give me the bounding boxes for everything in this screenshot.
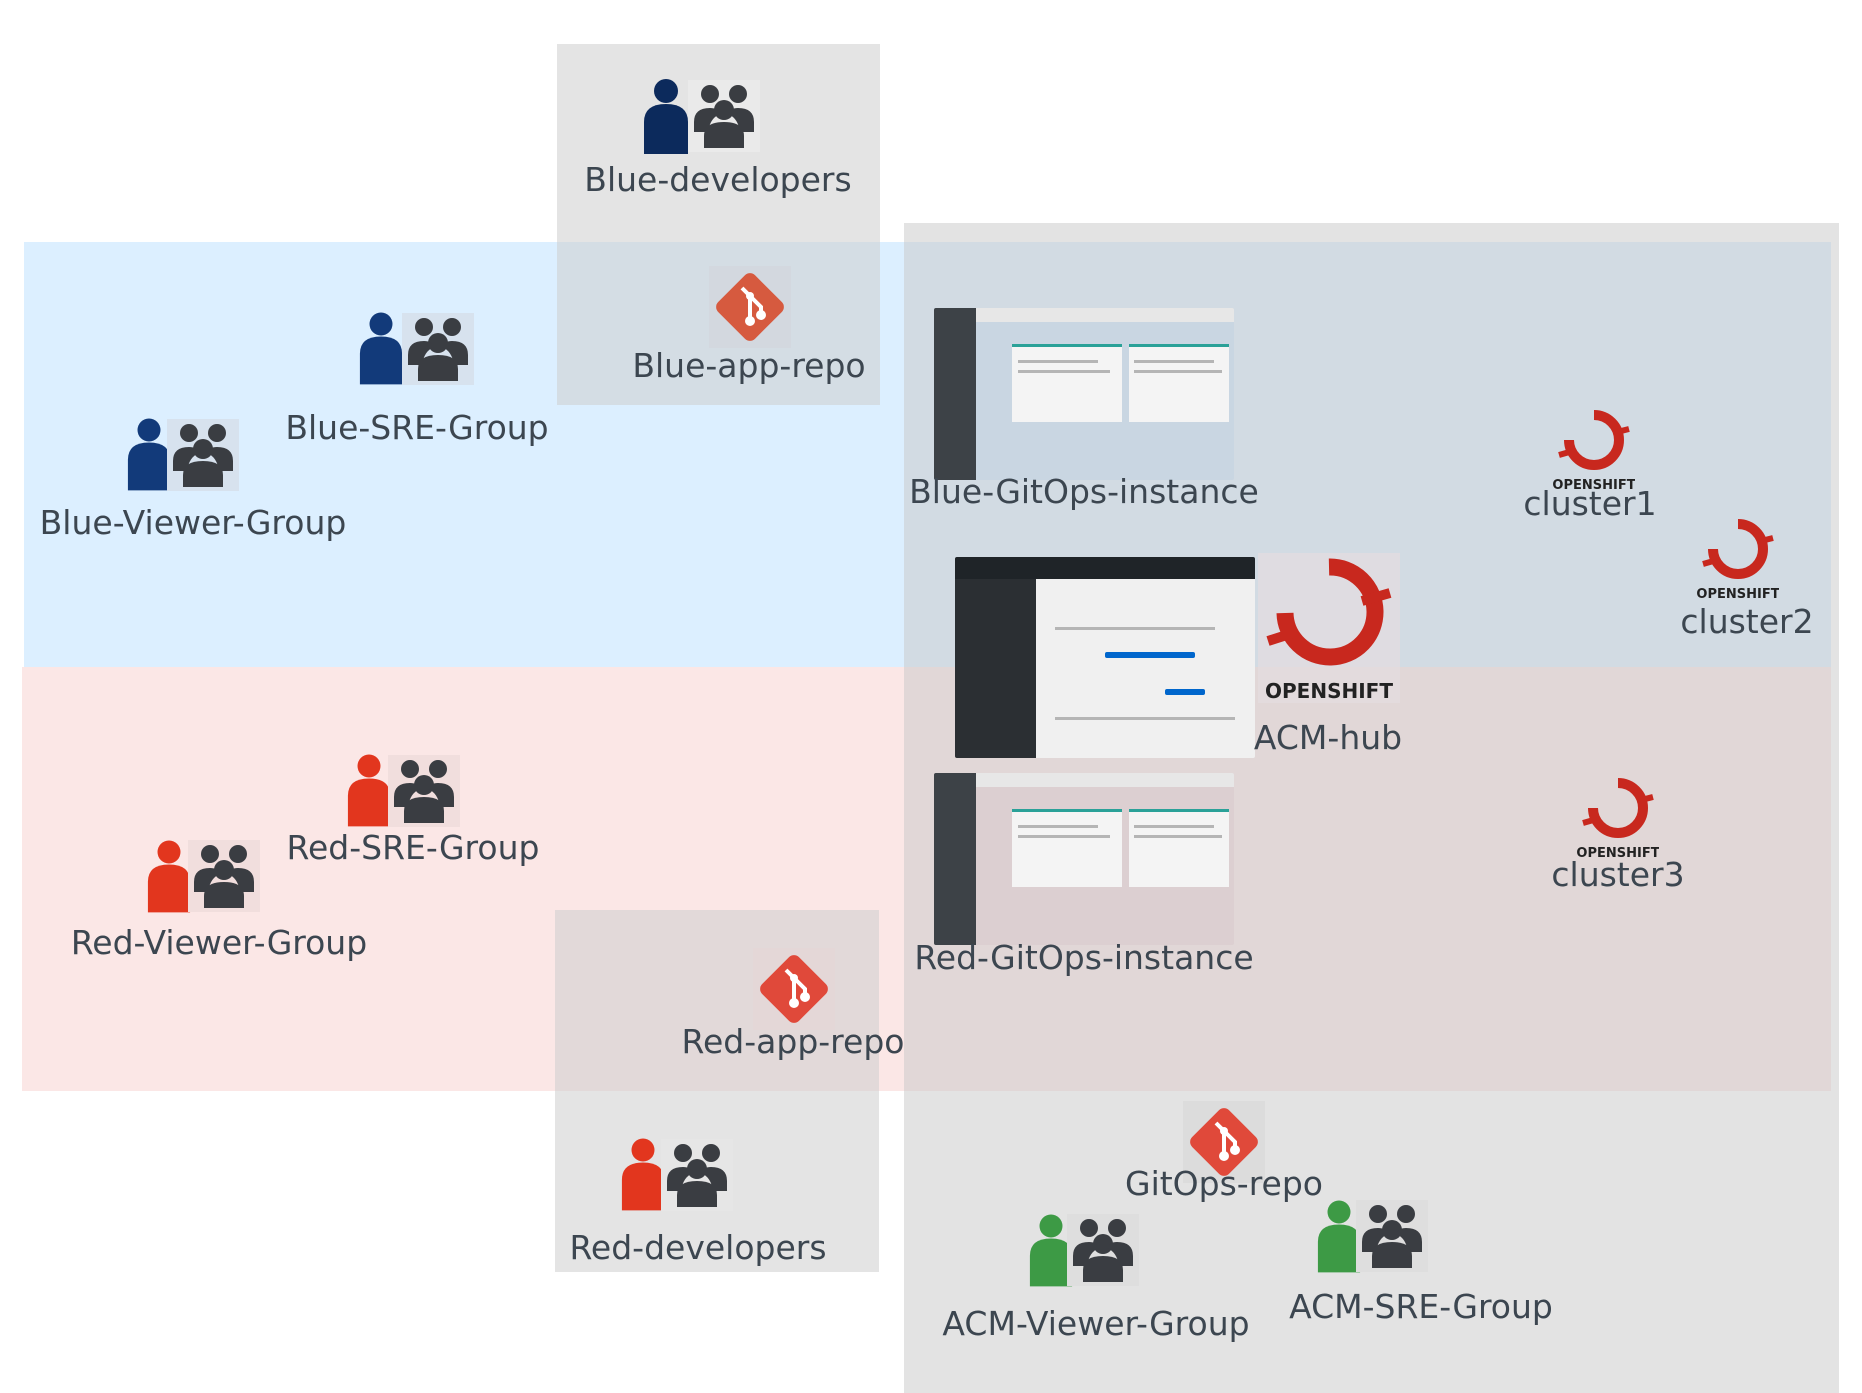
person-icon	[147, 840, 191, 913]
git-icon	[1183, 1101, 1265, 1183]
person-icon	[127, 418, 171, 491]
acm-sre-group-label: ACM-SRE-Group	[1289, 1287, 1553, 1326]
cluster2-label: cluster2	[1680, 602, 1814, 641]
group-icon	[688, 80, 760, 152]
person-icon	[1029, 1214, 1073, 1287]
group-icon	[1067, 1214, 1139, 1286]
blue-app-repo-label: Blue-app-repo	[632, 346, 866, 385]
openshift-icon: OPENSHIFT	[1577, 778, 1659, 859]
blue-developers-label: Blue-developers	[584, 160, 852, 199]
cluster1-label: cluster1	[1523, 484, 1657, 523]
cluster3-label: cluster3	[1551, 855, 1685, 894]
group-icon	[661, 1139, 733, 1211]
red-app-repo-label: Red-app-repo	[681, 1022, 905, 1061]
openshift-icon: OPENSHIFT	[1258, 553, 1400, 703]
openshift-icon: OPENSHIFT	[1697, 519, 1779, 600]
person-icon	[621, 1138, 665, 1211]
person-icon	[347, 754, 391, 827]
blue-sre-group-label: Blue-SRE-Group	[285, 408, 549, 447]
group-icon	[388, 755, 460, 827]
svg-text:OPENSHIFT: OPENSHIFT	[1697, 587, 1779, 600]
group-icon	[167, 419, 239, 491]
svg-text:OPENSHIFT: OPENSHIFT	[1553, 478, 1635, 491]
git-icon	[709, 266, 791, 348]
person-icon	[359, 312, 403, 385]
red-gitops-instance-label: Red-GitOps-instance	[914, 938, 1254, 977]
gitops-console-thumbnail	[934, 773, 1234, 945]
person-icon	[1317, 1200, 1361, 1273]
group-icon	[402, 313, 474, 385]
person-icon	[644, 79, 688, 154]
acm-hub-label: ACM-hub	[1253, 718, 1403, 757]
svg-text:OPENSHIFT: OPENSHIFT	[1577, 846, 1659, 859]
git-icon	[753, 948, 835, 1030]
acm-console-thumbnail	[955, 557, 1255, 758]
group-icon	[188, 840, 260, 912]
gitops-console-thumbnail	[934, 308, 1234, 480]
gitops-repo-label: GitOps-repo	[1125, 1164, 1323, 1203]
acm-viewer-group-label: ACM-Viewer-Group	[942, 1304, 1250, 1343]
blue-gitops-instance-label: Blue-GitOps-instance	[909, 472, 1259, 511]
openshift-icon: OPENSHIFT	[1553, 410, 1635, 491]
red-viewer-group-label: Red-Viewer-Group	[70, 923, 368, 962]
group-icon	[1356, 1200, 1428, 1272]
blue-viewer-group-label: Blue-Viewer-Group	[39, 503, 347, 542]
red-sre-group-label: Red-SRE-Group	[286, 828, 540, 867]
red-developers-label: Red-developers	[569, 1228, 827, 1267]
svg-text:OPENSHIFT: OPENSHIFT	[1265, 679, 1393, 703]
